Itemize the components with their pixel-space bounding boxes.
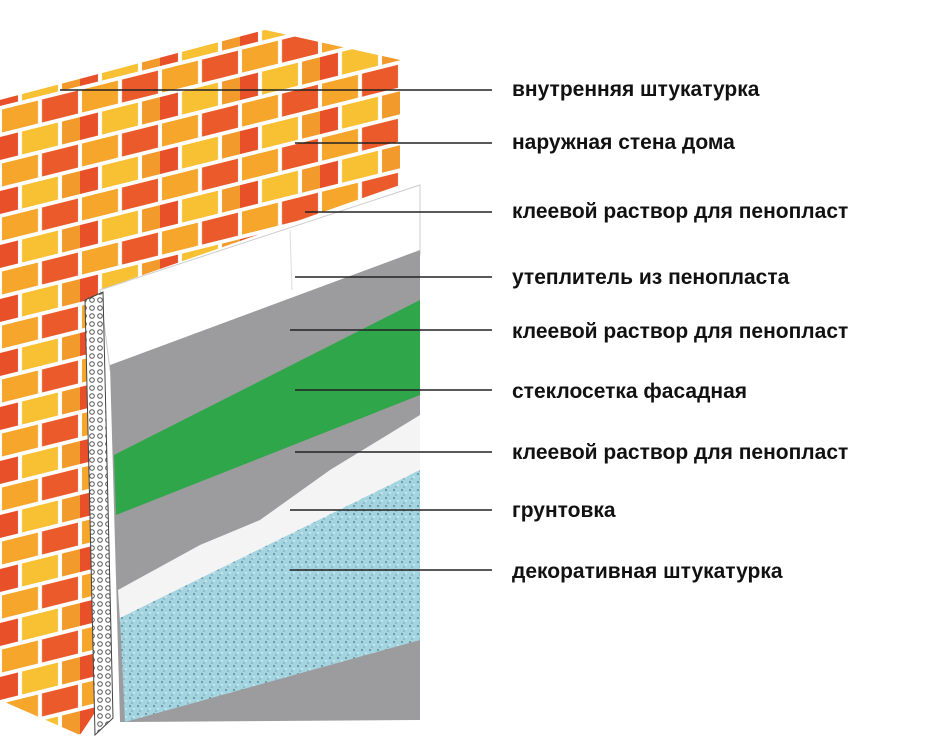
reinforcing-mesh-edge [84, 291, 114, 737]
label-outer-wall: наружная стена дома [512, 131, 735, 154]
leader-lines [60, 89, 492, 571]
label-primer: грунтовка [512, 499, 616, 522]
label-decorative-plaster: декоративная штукатурка [512, 560, 783, 583]
primer-layer [118, 415, 420, 622]
label-adhesive-1: клеевой раствор для пенопласт [512, 200, 849, 223]
label-adhesive-2: клеевой раствор для пенопласт [512, 320, 849, 343]
label-fiberglass-mesh: стеклосетка фасадная [512, 380, 748, 403]
decorative-plaster-layer [120, 470, 420, 722]
label-foam-insulation: утеплитель из пенопласта [512, 266, 790, 289]
label-inner-plaster: внутренняя штукатурка [512, 78, 760, 101]
label-adhesive-3: клеевой раствор для пенопласт [512, 441, 849, 464]
fiberglass-mesh-layer [114, 300, 420, 515]
